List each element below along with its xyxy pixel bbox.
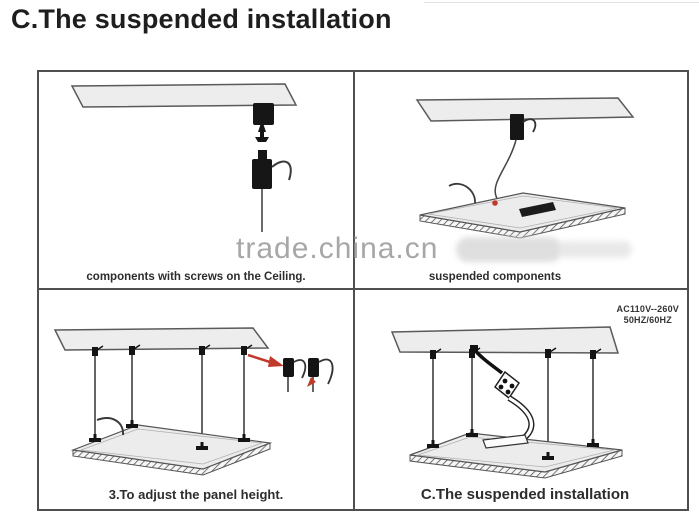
adjuster-detail-2 xyxy=(307,358,334,392)
led-panel xyxy=(70,424,273,476)
diagram-adjust-height xyxy=(53,327,334,476)
panel-clips xyxy=(89,420,250,450)
panel-wire xyxy=(96,417,125,436)
ceiling-mount-block xyxy=(253,103,274,125)
quadrant-suspended-components: suspended components xyxy=(355,72,687,288)
ceiling-panel xyxy=(70,83,298,108)
ceiling-panel xyxy=(390,326,620,354)
quadrant-caption: suspended components xyxy=(428,271,562,283)
small-red-arrow xyxy=(307,377,316,387)
red-arrow xyxy=(247,353,284,367)
led-panel xyxy=(409,432,623,479)
quadrant-components-with-screws: components with screws on the Ceiling. xyxy=(39,72,353,288)
adjuster-detail-1 xyxy=(283,358,307,392)
diagram-suspended-installation xyxy=(390,326,623,479)
panel-clips xyxy=(427,429,599,460)
ceiling-panel xyxy=(53,327,270,351)
driver-cable xyxy=(507,395,535,442)
red-indicator-dot xyxy=(492,200,498,206)
diagram-suspended-components xyxy=(415,97,635,239)
watermark: trade.china.cn xyxy=(236,232,439,265)
power-cable xyxy=(470,345,504,375)
grid-vertical-divider xyxy=(353,72,355,509)
power-spec-frequency: 50HZ/60HZ xyxy=(623,314,672,325)
suspension-wires xyxy=(432,352,594,458)
ceiling-panel xyxy=(415,97,635,122)
diagram-ceiling-screw-components xyxy=(70,83,298,232)
scan-artifact-line xyxy=(424,2,699,3)
power-connector xyxy=(493,370,521,400)
quadrant-caption: 3.To adjust the panel height. xyxy=(108,487,284,502)
expansion-screw xyxy=(255,120,269,142)
installation-grid: components with screws on the Ceiling. xyxy=(37,70,689,511)
page-title: C.The suspended installation xyxy=(11,4,392,34)
driver-box xyxy=(519,202,556,217)
quadrant-adjust-panel-height: 3.To adjust the panel height. xyxy=(39,290,353,509)
quadrant-caption: components with screws on the Ceiling. xyxy=(86,271,306,283)
grid-horizontal-divider xyxy=(39,288,687,290)
wire-adjuster-component xyxy=(252,150,292,232)
suspension-wires xyxy=(94,349,245,448)
power-spec: AC110V--260V 50HZ/60HZ xyxy=(617,304,679,325)
panel-wire xyxy=(448,182,476,204)
ceiling-clips xyxy=(92,344,253,356)
quadrant-caption: C.The suspended installation xyxy=(420,486,630,503)
quadrant-suspended-installation: AC110V--260V 50HZ/60HZ C.The suspended i… xyxy=(355,290,687,509)
watermark-smudge xyxy=(456,237,562,262)
driver-box xyxy=(482,434,529,449)
power-spec-voltage: AC110V--260V xyxy=(616,304,679,314)
ceiling-mount-block xyxy=(510,114,537,140)
watermark-smudge xyxy=(558,241,632,258)
